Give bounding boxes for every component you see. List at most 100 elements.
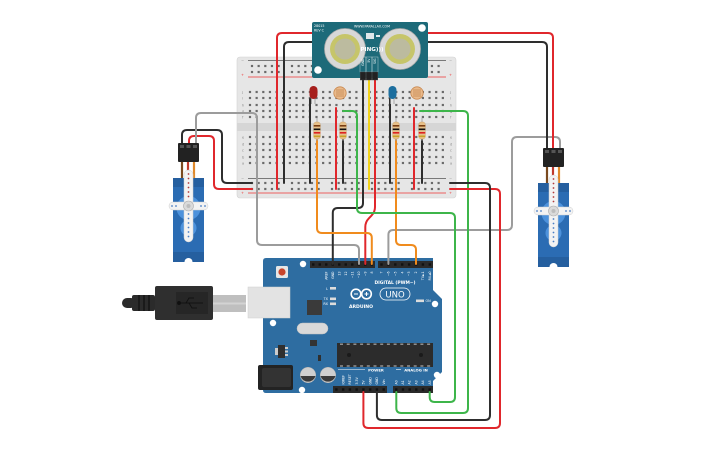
breadboard-rail-hole[interactable] (257, 187, 260, 191)
breadboard-rail-hole[interactable] (264, 70, 267, 74)
breadboard-hole[interactable] (355, 103, 358, 107)
breadboard-rail-hole[interactable] (337, 181, 340, 185)
breadboard-hole[interactable] (348, 155, 351, 159)
breadboard-hole[interactable] (268, 148, 272, 152)
photoresistor-2[interactable] (410, 86, 424, 100)
breadboard-rail-hole[interactable] (250, 70, 254, 74)
breadboard-hole[interactable] (435, 161, 438, 165)
breadboard-hole[interactable] (268, 115, 272, 119)
breadboard-hole[interactable] (348, 148, 351, 152)
breadboard-rail-hole[interactable] (350, 187, 354, 191)
breadboard-hole[interactable] (395, 115, 398, 119)
breadboard-hole[interactable] (322, 148, 325, 152)
breadboard-hole[interactable] (268, 103, 272, 107)
breadboard-hole[interactable] (381, 96, 385, 100)
breadboard-hole[interactable] (248, 148, 252, 152)
breadboard-hole[interactable] (248, 90, 252, 94)
breadboard-hole[interactable] (322, 96, 325, 100)
breadboard-hole[interactable] (395, 96, 398, 100)
breadboard-hole[interactable] (302, 109, 305, 113)
breadboard-hole[interactable] (255, 90, 258, 94)
breadboard-hole[interactable] (381, 161, 385, 165)
breadboard-rail-hole[interactable] (384, 181, 387, 185)
breadboard-hole[interactable] (401, 161, 405, 165)
breadboard-rail-hole[interactable] (350, 181, 354, 185)
breadboard-hole[interactable] (302, 161, 305, 165)
breadboard-hole[interactable] (268, 135, 272, 139)
reset-button-cap[interactable] (278, 268, 286, 276)
breadboard-hole[interactable] (295, 135, 298, 139)
breadboard-rail-hole[interactable] (317, 187, 320, 191)
breadboard-hole[interactable] (295, 155, 298, 159)
breadboard-rail-hole[interactable] (390, 181, 394, 185)
breadboard-rail-hole[interactable] (357, 187, 360, 191)
breadboard-hole[interactable] (375, 115, 378, 119)
breadboard-hole[interactable] (435, 148, 438, 152)
breadboard-hole[interactable] (255, 109, 258, 113)
breadboard-hole[interactable] (441, 155, 444, 159)
breadboard-hole[interactable] (302, 142, 305, 146)
breadboard-hole[interactable] (375, 155, 378, 159)
breadboard-hole[interactable] (288, 103, 291, 107)
breadboard-hole[interactable] (435, 90, 438, 94)
breadboard-hole[interactable] (375, 148, 378, 152)
breadboard-hole[interactable] (268, 96, 272, 100)
breadboard-rail-hole[interactable] (304, 64, 307, 68)
breadboard-hole[interactable] (441, 148, 444, 152)
breadboard-rail-hole[interactable] (410, 181, 414, 185)
breadboard-hole[interactable] (441, 103, 444, 107)
header-pin[interactable] (395, 388, 398, 391)
breadboard-hole[interactable] (302, 90, 305, 94)
breadboard-hole[interactable] (288, 135, 291, 139)
header-pin[interactable] (348, 388, 352, 391)
header-pin[interactable] (421, 263, 425, 266)
breadboard-hole[interactable] (348, 115, 351, 119)
breadboard-hole[interactable] (328, 142, 331, 146)
breadboard-rail-hole[interactable] (377, 181, 380, 185)
breadboard-hole[interactable] (401, 142, 405, 146)
breadboard-hole[interactable] (428, 155, 431, 159)
breadboard-hole[interactable] (401, 115, 405, 119)
breadboard-hole[interactable] (295, 96, 298, 100)
header-pin[interactable] (380, 263, 383, 266)
breadboard-hole[interactable] (381, 135, 385, 139)
breadboard-rail-hole[interactable] (370, 187, 374, 191)
breadboard-hole[interactable] (428, 135, 431, 139)
breadboard-hole[interactable] (408, 155, 411, 159)
breadboard-hole[interactable] (428, 96, 431, 100)
breadboard-hole[interactable] (381, 148, 385, 152)
breadboard-hole[interactable] (435, 96, 438, 100)
breadboard-rail-hole[interactable] (437, 187, 440, 191)
breadboard-rail-hole[interactable] (297, 181, 300, 185)
breadboard-rail-hole[interactable] (437, 70, 440, 74)
breadboard-hole[interactable] (441, 135, 444, 139)
breadboard-hole[interactable] (248, 161, 252, 165)
header-pin[interactable] (382, 388, 385, 391)
breadboard-rail-hole[interactable] (257, 64, 260, 68)
breadboard-hole[interactable] (415, 109, 418, 113)
breadboard-hole[interactable] (401, 96, 405, 100)
breadboard-hole[interactable] (415, 155, 418, 159)
breadboard-hole[interactable] (381, 90, 385, 94)
breadboard-hole[interactable] (408, 103, 411, 107)
breadboard-hole[interactable] (355, 109, 358, 113)
breadboard-rail-hole[interactable] (270, 187, 274, 191)
breadboard-hole[interactable] (322, 103, 325, 107)
breadboard-hole[interactable] (328, 161, 331, 165)
breadboard-hole[interactable] (268, 90, 272, 94)
breadboard-rail-hole[interactable] (270, 64, 274, 68)
header-pin[interactable] (362, 388, 365, 391)
breadboard-hole[interactable] (268, 109, 272, 113)
breadboard-hole[interactable] (322, 135, 325, 139)
header-pin[interactable] (351, 263, 354, 266)
breadboard-rail-hole[interactable] (424, 181, 427, 185)
breadboard-hole[interactable] (262, 135, 265, 139)
header-pin[interactable] (428, 388, 431, 391)
breadboard-hole[interactable] (375, 142, 378, 146)
breadboard-hole[interactable] (262, 115, 265, 119)
breadboard-hole[interactable] (428, 115, 431, 119)
wire-led-blue-signal[interactable] (395, 139, 417, 265)
sensor-pin[interactable] (366, 71, 372, 81)
breadboard-hole[interactable] (328, 115, 331, 119)
reset-button[interactable] (276, 266, 288, 278)
